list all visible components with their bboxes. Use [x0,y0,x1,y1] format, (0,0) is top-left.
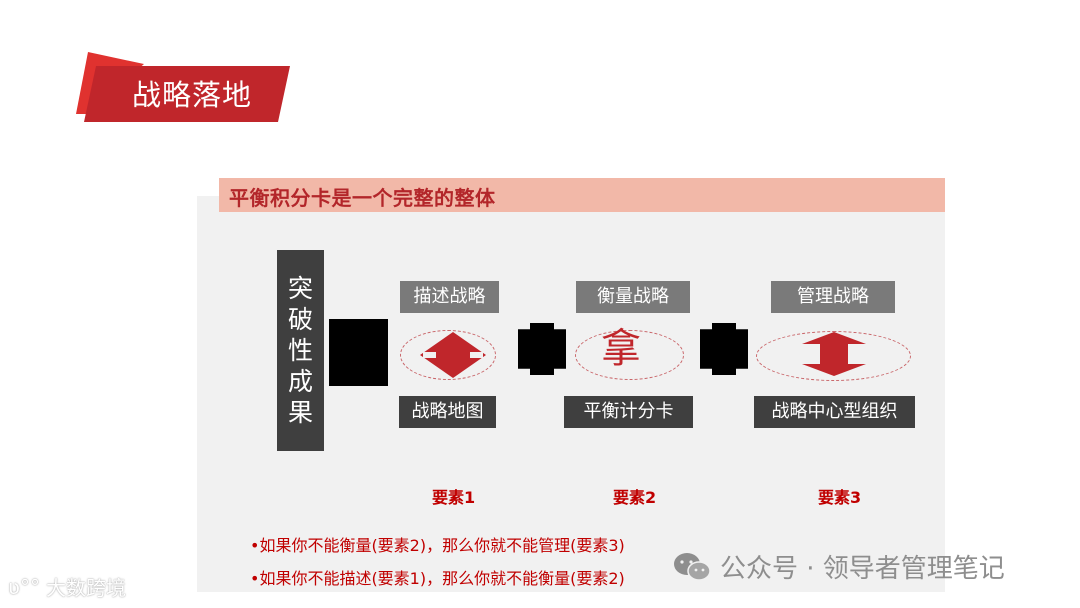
wechat-icon [674,552,711,581]
note-describe-measure: •如果你不能描述(要素1)，那么你就不能衡量(要素2) [250,569,625,588]
double-arrow-vertical-icon [802,332,866,376]
diamond-arrows-icon [420,332,486,378]
ellipse-outline [400,330,496,380]
wechat-watermark: 公众号 · 领导者管理笔记 [672,548,1005,585]
element-3-label: 要素3 [818,488,862,507]
manage-strategy-label: 管理战略 [771,281,895,313]
balanced-scorecard-label: 平衡计分卡 [564,396,693,428]
brand-logo-icon: ʋ°° [8,574,40,599]
connector-square-icon [329,319,388,386]
vertical-char: 破 [287,305,313,334]
brand-name: 大数跨境 [45,576,126,600]
strategy-map-label: 战略地图 [399,396,496,428]
wechat-account-text: 公众号 · 领导者管理笔记 [720,554,1005,584]
vertical-char: 果 [287,398,313,427]
breakthrough-results-label: 突 破 性 成 果 [277,250,324,451]
note-measure-manage: •如果你不能衡量(要素2)，那么你就不能管理(要素3) [250,536,625,555]
panel-header: 平衡积分卡是一个完整的整体 [219,178,945,212]
na-character-icon: 拿 [601,326,641,372]
vertical-char: 成 [287,367,313,396]
describe-strategy-label: 描述战略 [400,281,499,313]
measure-strategy-label: 衡量战略 [576,281,690,313]
page-title: 战略落地 [132,78,253,112]
element-1-label: 要素1 [432,488,476,507]
connector-octagon-icon [700,323,748,375]
ellipse-outline [575,330,684,380]
ellipse-outline [756,331,911,381]
connector-octagon-icon [518,323,566,375]
vertical-char: 突 [287,274,313,303]
banner-shape-icon [76,52,290,122]
corner-watermark: ʋ°° 大数跨境 [8,572,126,601]
vertical-char: 性 [287,336,313,365]
strategy-focused-org-label: 战略中心型组织 [754,396,915,428]
panel-header-title: 平衡积分卡是一个完整的整体 [229,186,496,210]
title-banner: 战略落地 [74,52,304,124]
element-2-label: 要素2 [613,488,657,507]
